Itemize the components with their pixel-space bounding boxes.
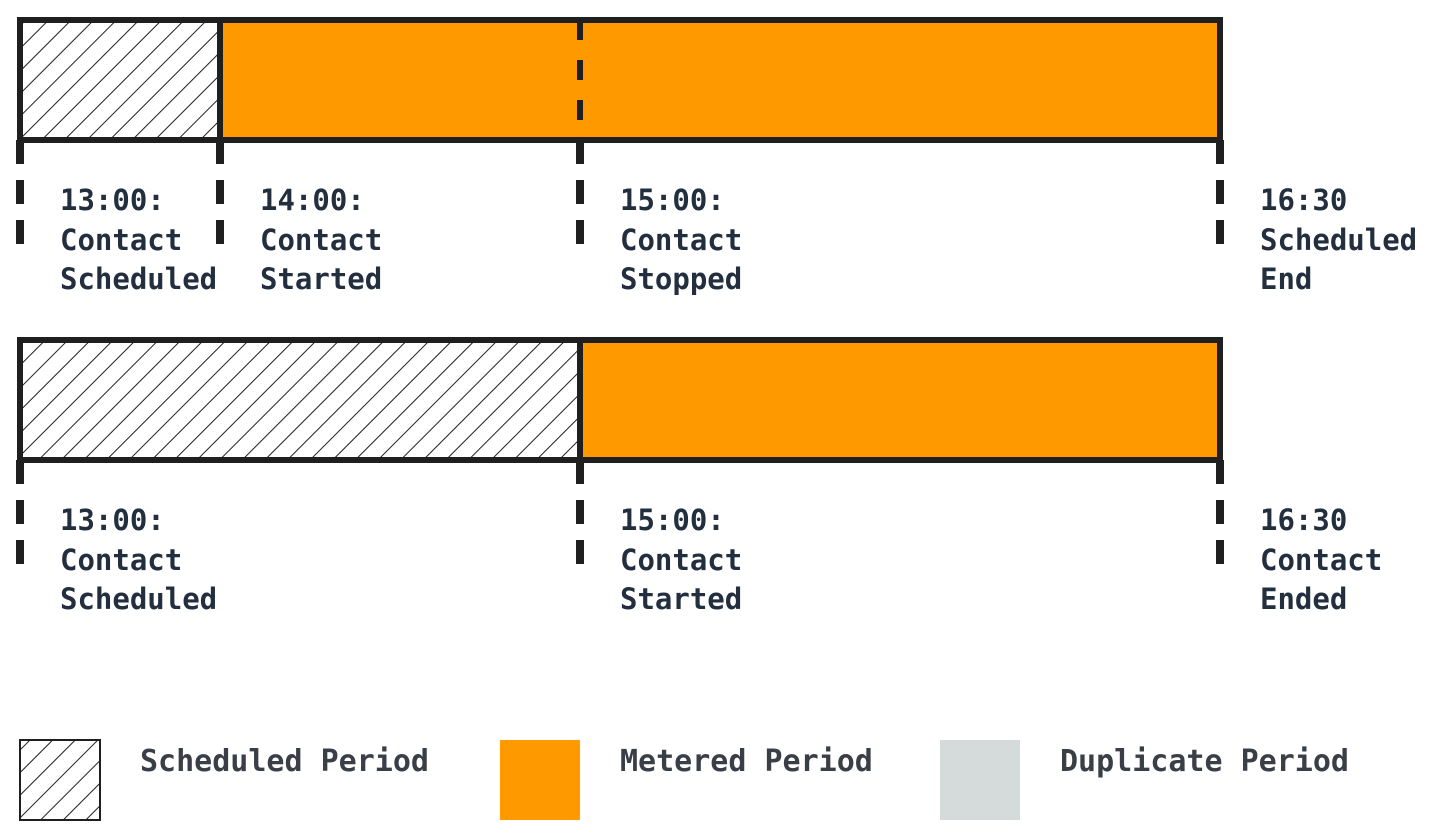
metered-period-bar <box>580 340 1220 460</box>
legend-item-metered: Metered Period <box>500 740 873 820</box>
marker-label: 16:30 Contact Ended <box>1260 503 1382 616</box>
marker-line: Ended <box>1260 582 1347 616</box>
marker-label: 15:00: Contact Stopped <box>620 183 742 296</box>
legend-swatch-metered <box>500 740 580 820</box>
marker-time: 16:30 <box>1260 183 1347 217</box>
marker-line: Contact <box>60 223 182 257</box>
marker-time: 15:00: <box>620 183 725 217</box>
marker-line: Started <box>260 262 382 296</box>
legend-item-scheduled: Scheduled Period <box>19 739 429 821</box>
legend-label: Metered Period <box>620 744 873 779</box>
marker-line: Contact <box>60 543 182 577</box>
bar-outline <box>17 17 1223 143</box>
marker-time: 13:00: <box>60 183 165 217</box>
legend-label: Scheduled Period <box>140 744 429 779</box>
timeline-2: 13:00: Contact Scheduled 15:00: Contact … <box>16 337 1382 616</box>
legend-item-duplicate: Duplicate Period <box>940 740 1349 820</box>
scheduled-period-bar <box>20 20 220 140</box>
marker-line: Contact <box>260 223 382 257</box>
legend-label: Duplicate Period <box>1060 744 1349 779</box>
marker-line: Stopped <box>620 262 742 296</box>
marker-time: 16:30 <box>1260 503 1347 537</box>
marker-label: 13:00: Contact Scheduled <box>60 183 217 296</box>
marker-label: 16:30 Scheduled End <box>1260 183 1417 296</box>
legend: Scheduled Period Metered Period Duplicat… <box>19 739 1349 821</box>
marker-label: 15:00: Contact Started <box>620 503 742 616</box>
marker-line: Contact <box>620 223 742 257</box>
marker-line: End <box>1260 262 1312 296</box>
marker-label: 14:00: Contact Started <box>260 183 382 296</box>
marker-line: Scheduled <box>60 582 217 616</box>
marker-line: Contact <box>620 543 742 577</box>
marker-time: 13:00: <box>60 503 165 537</box>
legend-swatch-duplicate <box>940 740 1020 820</box>
metered-period-bar <box>220 20 1220 140</box>
marker-time: 15:00: <box>620 503 725 537</box>
marker-time: 14:00: <box>260 183 365 217</box>
marker-line: Scheduled <box>1260 223 1417 257</box>
marker-line: Contact <box>1260 543 1382 577</box>
scheduled-period-bar <box>20 340 580 460</box>
timeline-1: 13:00: Contact Scheduled 14:00: Contact … <box>16 17 1417 296</box>
marker-line: Started <box>620 582 742 616</box>
marker-label: 13:00: Contact Scheduled <box>60 503 217 616</box>
bar-outline <box>17 337 1223 463</box>
marker-line: Scheduled <box>60 262 217 296</box>
legend-swatch-hatch <box>19 739 101 821</box>
